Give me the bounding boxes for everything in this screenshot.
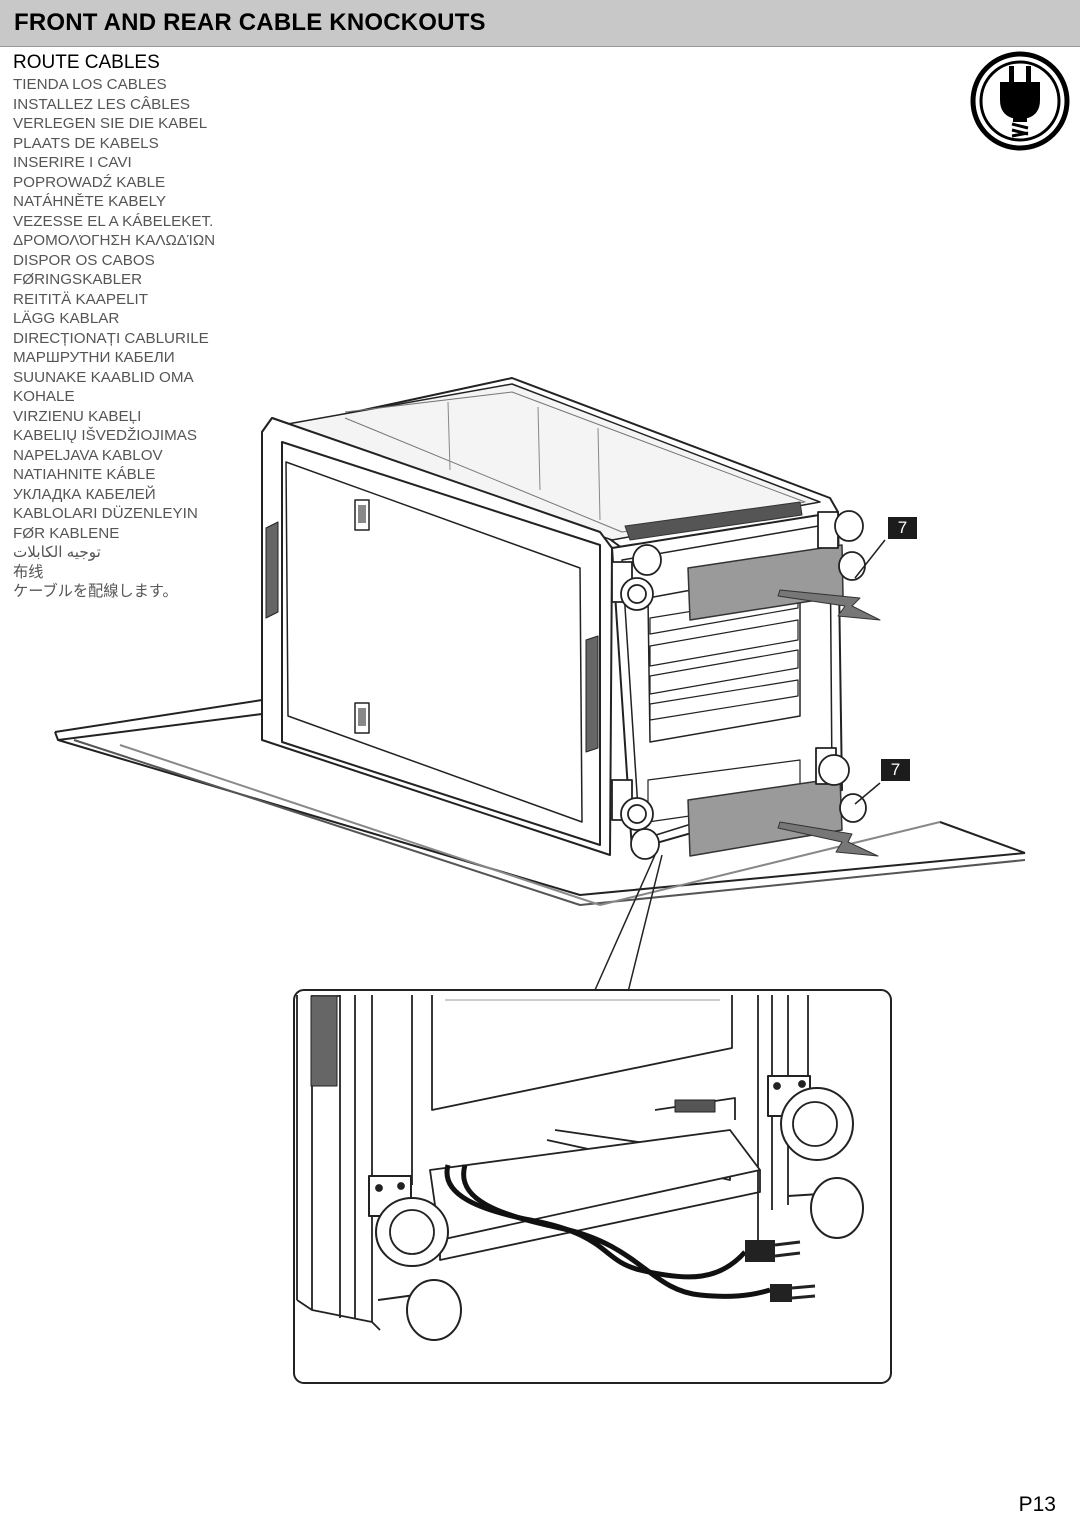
translation-item: LÄGG KABLAR [13, 310, 120, 327]
callout-label: 7 [888, 517, 917, 539]
translation-item: ケーブルを配線します。 [13, 583, 178, 600]
callout-label: 7 [881, 759, 910, 781]
translation-item: VIRZIENU KABEĻI [13, 407, 142, 425]
translation-item: PLAATS DE KABELS [13, 134, 159, 152]
translation-item: NATÁHNĚTE KABELY [13, 193, 167, 210]
translation-item: DIRECȚIONAȚI CABLURILE [13, 329, 209, 347]
translation-item: TIENDA LOS CABLES [13, 76, 167, 93]
translation-item: УКЛАДКА КАБЕЛЕЙ [13, 485, 156, 503]
translation-item: FØR KABLENE [13, 524, 120, 542]
translation-item: МАРШРУТНИ КАБЕЛИ [13, 349, 175, 366]
translation-list: TIENDA LOS CABLES INSTALLEZ LES CÂBLES V… [13, 75, 215, 602]
translation-item: توجيه الكابلات [13, 544, 101, 561]
translation-item: INSERIRE I CAVI [13, 154, 132, 171]
translation-item: NATIAHNITE KÁBLE [13, 466, 156, 483]
translation-item: NAPELJAVA KABLOV [13, 446, 163, 464]
translation-item: INSTALLEZ LES CÂBLES [13, 95, 190, 113]
translation-item: FØRINGSKABLER [13, 271, 143, 288]
translation-item: REITITÄ KAAPELIT [13, 290, 149, 308]
page-title: FRONT AND REAR CABLE KNOCKOUTS [14, 9, 486, 36]
translation-item: KOHALE [13, 388, 75, 405]
translation-item: VERLEGEN SIE DIE KABEL [13, 115, 208, 132]
translation-item: SUUNAKE KAABLID OMA [13, 368, 194, 386]
header-bar: FRONT AND REAR CABLE KNOCKOUTS [0, 0, 1080, 47]
translation-item: 布线 [13, 563, 44, 581]
translation-item: DISPOR OS CABOS [13, 251, 155, 269]
translation-item: ΔΡΟΜΟΛΌΓΗΣΗ ΚΑΛΩΔΊΩΝ [13, 232, 216, 249]
page-number: P13 [1018, 1493, 1056, 1516]
section-title: ROUTE CABLES [13, 52, 160, 73]
translation-item: KABLOLARI DÜZENLEYIN [13, 505, 198, 522]
translation-item: VEZESSE EL A KÁBELEKET. [13, 212, 214, 230]
translation-item: KABELIŲ IŠVEDŽIOJIMAS [13, 427, 197, 444]
translation-item: POPROWADŹ KABLE [13, 173, 166, 191]
